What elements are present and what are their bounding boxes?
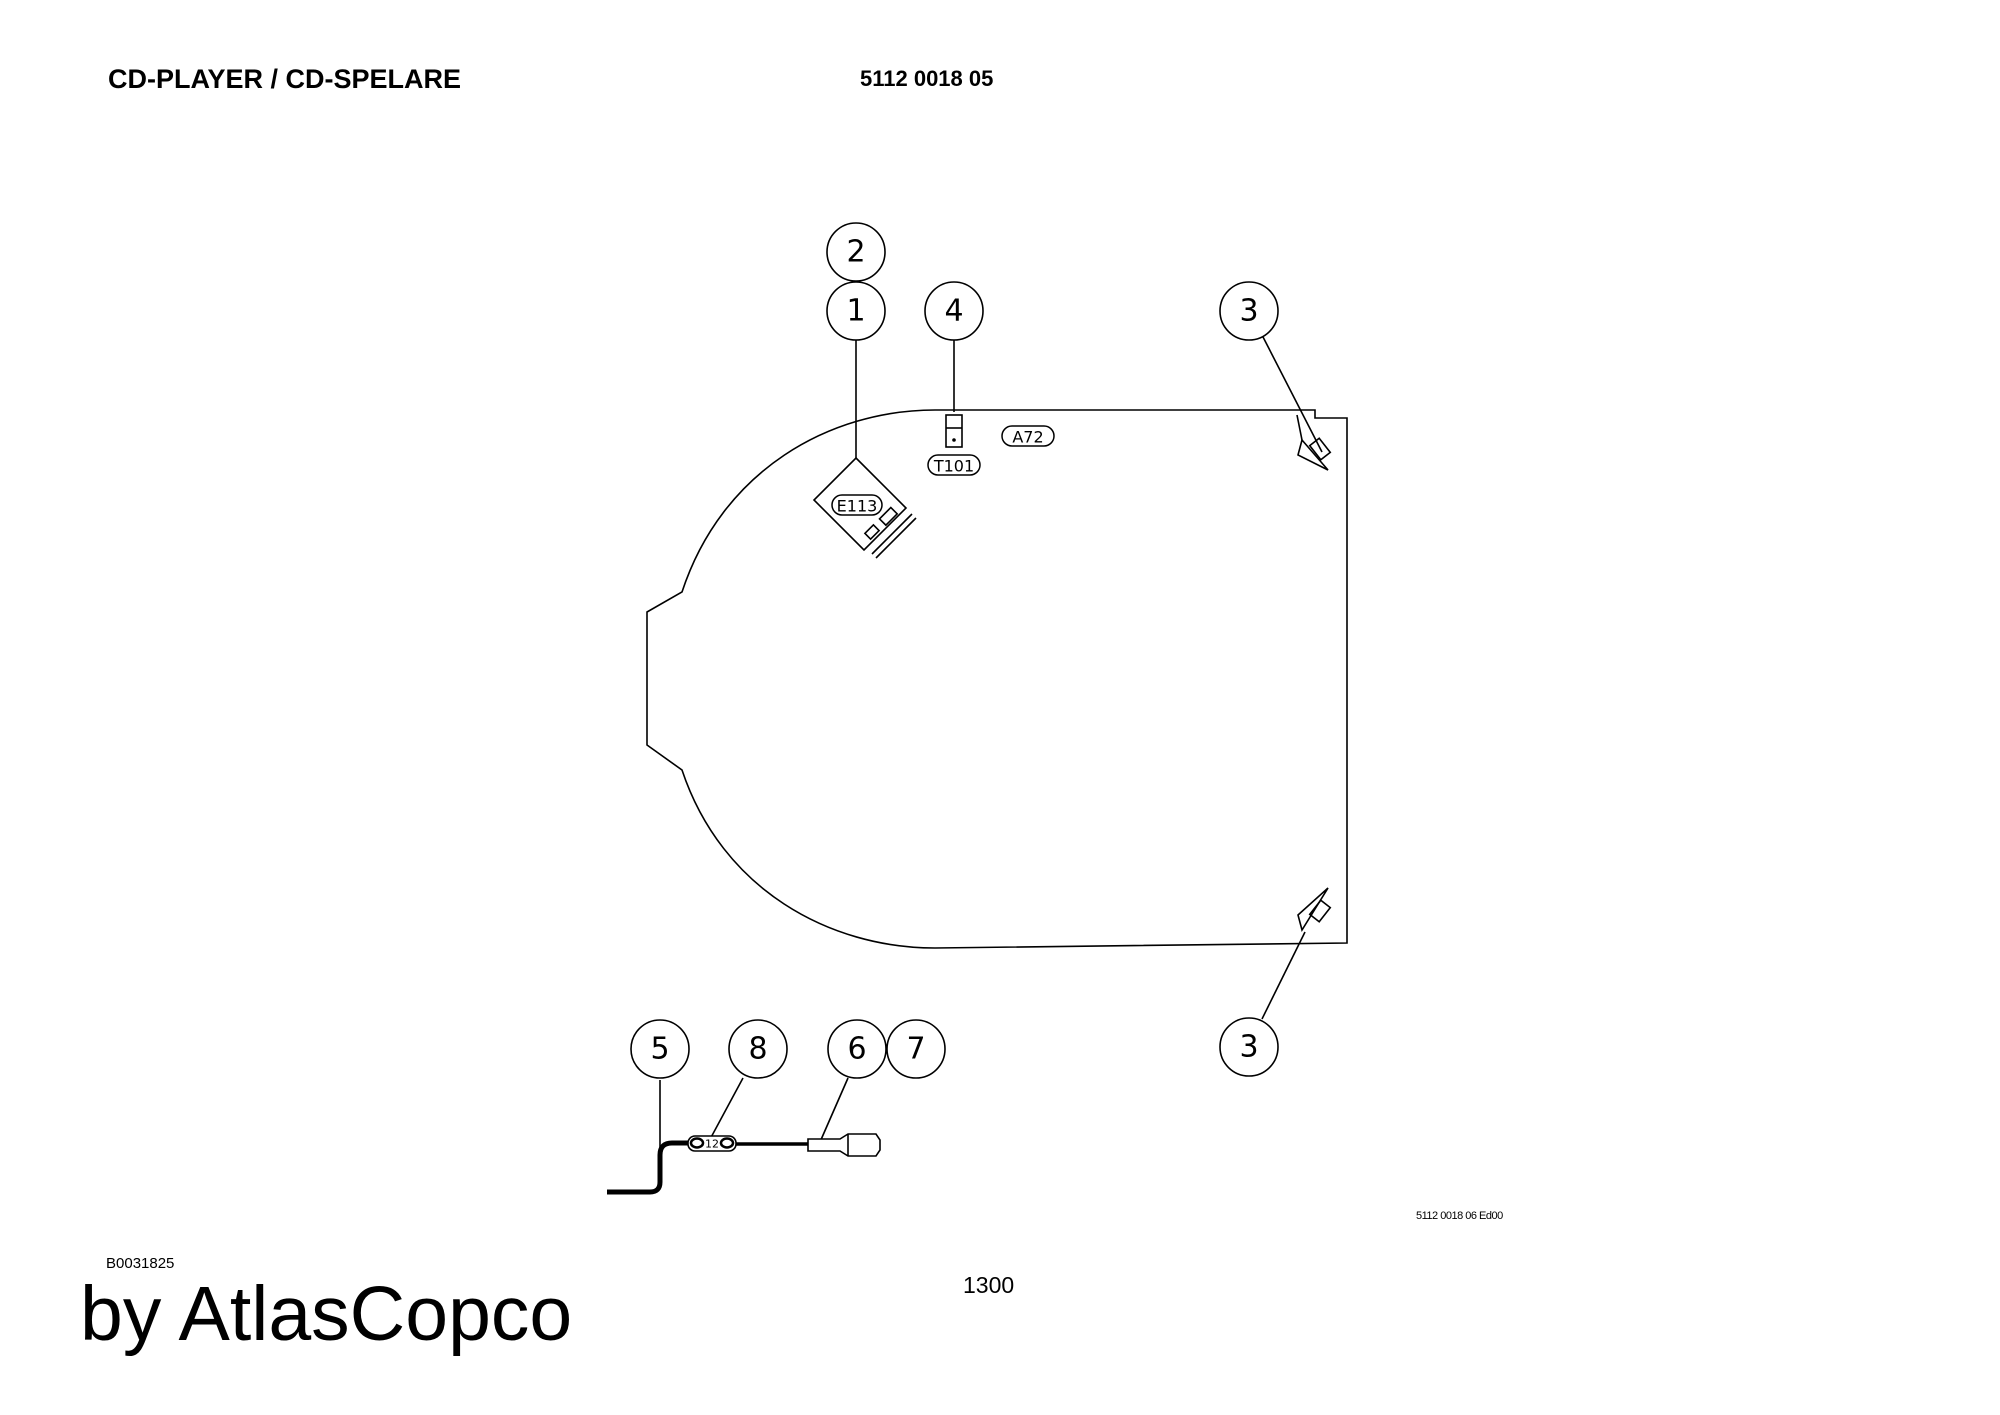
tag-t101: T101	[927, 454, 981, 476]
leader-line-3-bottom	[1261, 931, 1306, 1020]
callout-3-top: 3	[1219, 281, 1279, 341]
callout-1: 1	[826, 281, 886, 341]
callout-4: 4	[924, 281, 984, 341]
t101-component	[945, 414, 963, 448]
leader-line-8	[707, 1077, 744, 1144]
svg-text:6: 6	[847, 1032, 866, 1067]
svg-text:3: 3	[1239, 1030, 1258, 1065]
svg-text:4: 4	[944, 294, 963, 329]
callout-3-bottom: 3	[1219, 1017, 1279, 1077]
drawing-code: 5112 0018 06 Ed00	[1416, 1210, 1503, 1222]
cab-outline	[646, 409, 1348, 949]
svg-text:3: 3	[1239, 294, 1258, 329]
connector-marking: 12	[705, 1138, 719, 1151]
callout-2: 2	[826, 222, 886, 282]
svg-text:E113: E113	[837, 497, 878, 516]
svg-text:A72: A72	[1012, 428, 1043, 447]
page-number: 1300	[963, 1272, 1015, 1298]
leader-line-6	[819, 1077, 849, 1143]
speaker-bottom-right	[1297, 887, 1332, 932]
callout-8: 8	[728, 1019, 788, 1079]
leader-line-3-top	[1261, 334, 1323, 453]
svg-text:1: 1	[846, 294, 865, 329]
svg-text:2: 2	[846, 235, 865, 270]
document-title: CD-PLAYER / CD-SPELARE	[108, 64, 462, 94]
svg-text:8: 8	[748, 1032, 767, 1067]
tag-a72: A72	[1001, 425, 1055, 447]
svg-text:5: 5	[650, 1032, 669, 1067]
speaker-top-right	[1296, 414, 1332, 471]
antenna-cable: 12	[607, 1133, 881, 1195]
svg-text:7: 7	[906, 1032, 925, 1067]
document-number: 5112 0018 05	[860, 66, 994, 91]
callout-7: 7	[886, 1019, 946, 1079]
svg-text:T101: T101	[933, 457, 974, 476]
brand-text: by AtlasCopco	[80, 1271, 573, 1357]
callout-5: 5	[630, 1019, 690, 1079]
tag-e113: E113	[831, 494, 883, 516]
callout-6: 6	[827, 1019, 887, 1079]
drawing-reference: B0031825	[106, 1255, 175, 1272]
